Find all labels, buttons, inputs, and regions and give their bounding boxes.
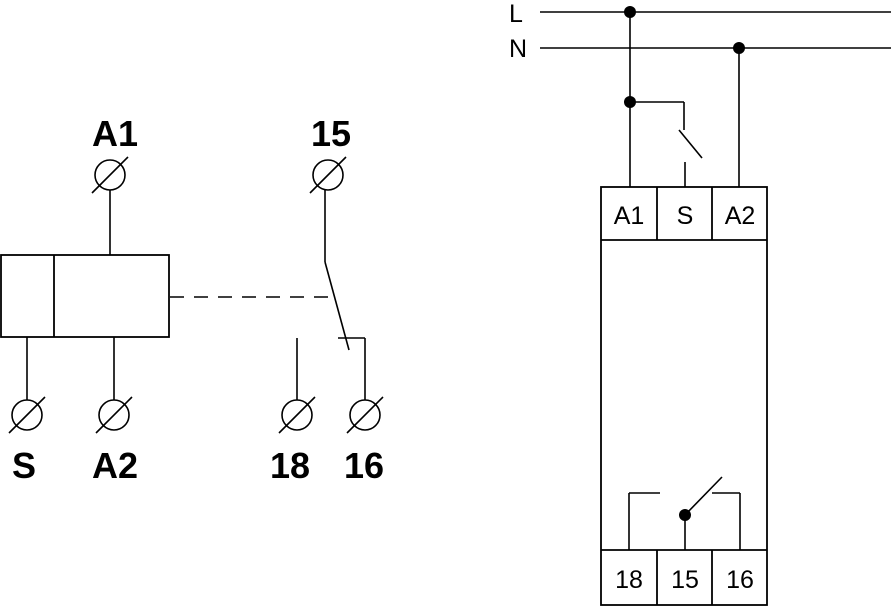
line-label-n: N bbox=[509, 35, 527, 63]
module-terminal-18: 18 bbox=[615, 566, 643, 594]
terminal-symbol-15 bbox=[309, 156, 347, 194]
terminal-symbol-16 bbox=[346, 396, 384, 434]
terminal-label-a2: A2 bbox=[92, 445, 138, 486]
terminal-symbol-s bbox=[8, 396, 46, 434]
terminal-label-18: 18 bbox=[270, 445, 310, 486]
relay-coil bbox=[0, 254, 170, 338]
module-terminal-a1: A1 bbox=[614, 202, 645, 230]
terminal-label-16: 16 bbox=[344, 445, 384, 486]
wiring-diagram: L N A1 S A2 bbox=[509, 0, 891, 606]
module-terminal-a2: A2 bbox=[725, 202, 756, 230]
relay-schematic: A1 15 S A2 18 16 bbox=[0, 113, 384, 486]
terminal-symbol-18 bbox=[278, 396, 316, 434]
control-switch bbox=[630, 101, 703, 187]
module-terminal-15: 15 bbox=[671, 566, 699, 594]
top-terminal-block: A1 S A2 bbox=[601, 187, 767, 241]
relay-module bbox=[600, 186, 768, 606]
terminal-label-a1: A1 bbox=[92, 113, 138, 154]
line-label-l: L bbox=[509, 0, 523, 28]
terminal-label-s: S bbox=[12, 445, 36, 486]
changeover-contact bbox=[296, 190, 366, 400]
bottom-terminal-block: 18 15 16 bbox=[601, 549, 767, 605]
module-terminal-16: 16 bbox=[726, 566, 754, 594]
terminal-symbol-a1 bbox=[91, 156, 129, 194]
terminal-label-15: 15 bbox=[311, 113, 351, 154]
module-terminal-s: S bbox=[677, 202, 694, 230]
output-contact bbox=[628, 476, 741, 550]
terminal-symbol-a2 bbox=[95, 396, 133, 434]
